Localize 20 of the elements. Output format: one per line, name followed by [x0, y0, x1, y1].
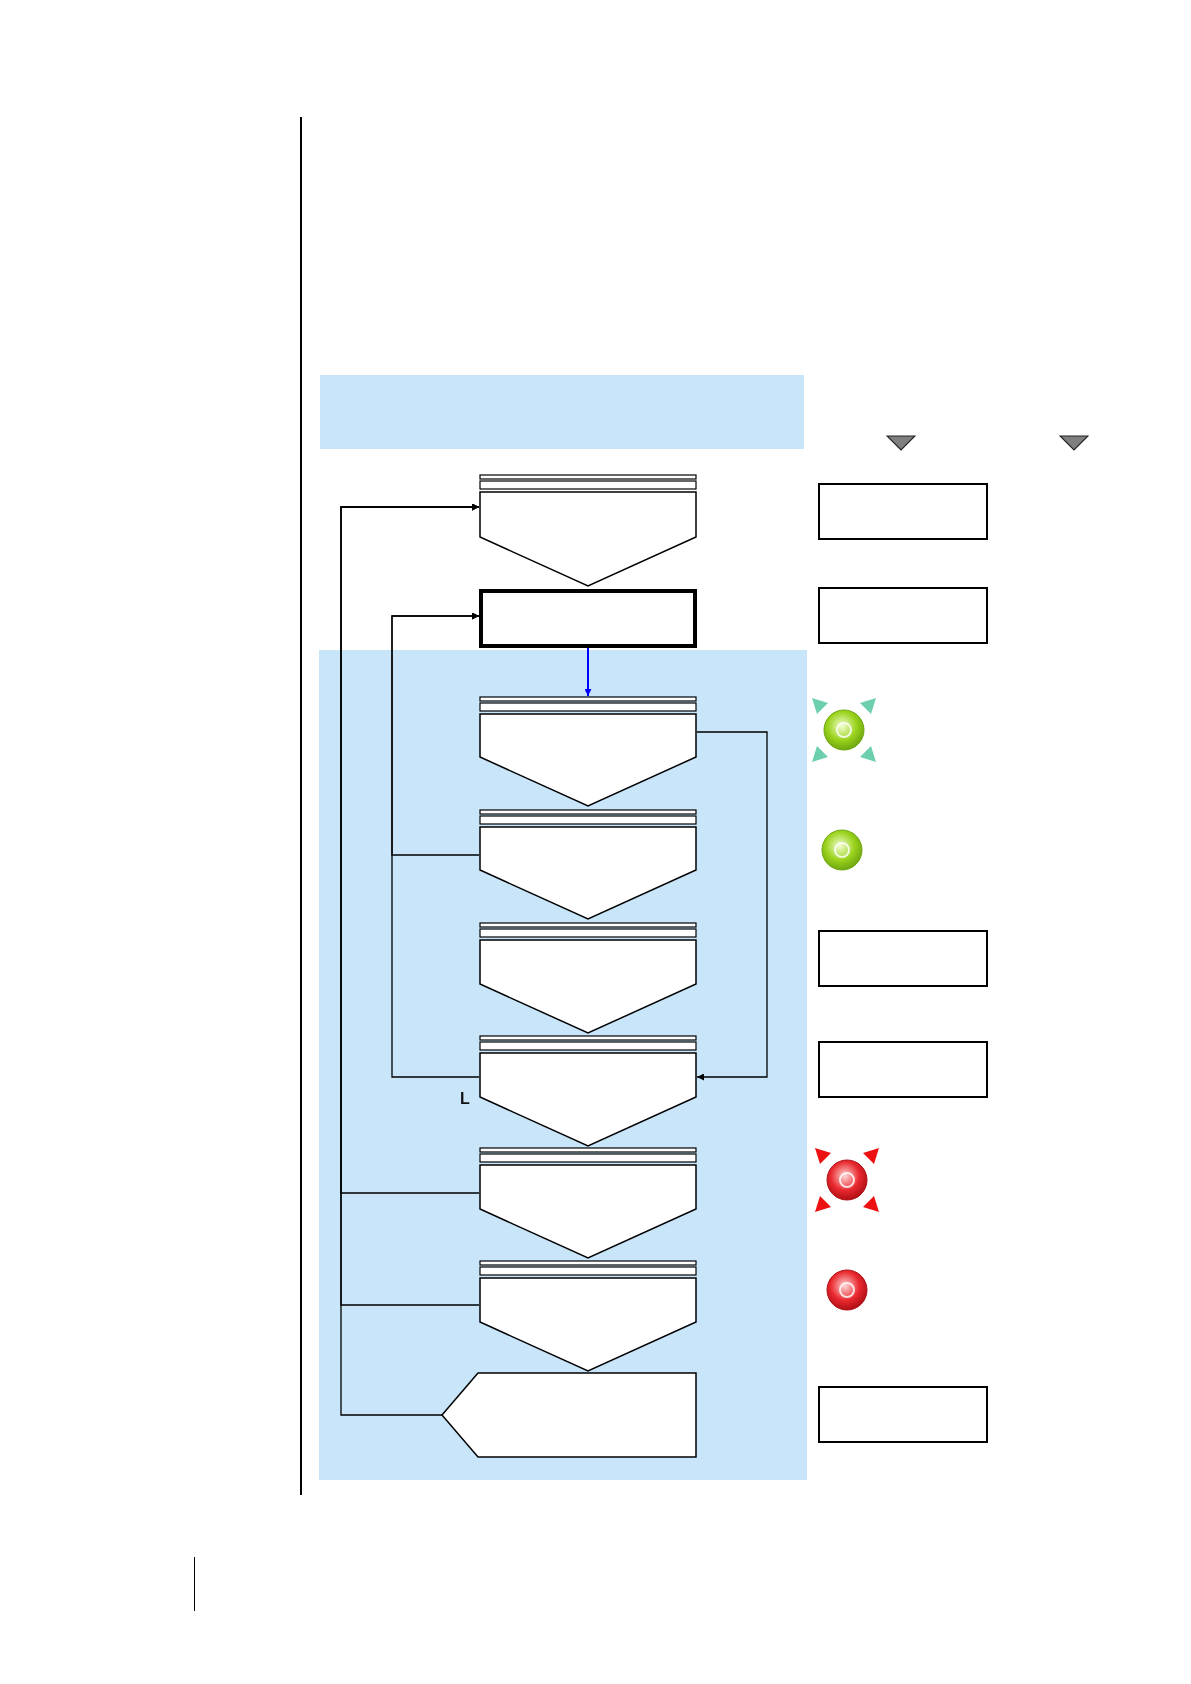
process-box: [818, 1386, 988, 1443]
connector-arrow: [391, 612, 480, 1078]
background-band: [319, 650, 807, 1480]
letter-label: L: [460, 1090, 470, 1108]
process-pentagon: [479, 1035, 697, 1147]
connector-arrow: [584, 647, 592, 697]
process-pentagon: [479, 922, 697, 1034]
process-box: [818, 483, 988, 540]
process-box: [818, 1041, 988, 1098]
process-pentagon: [479, 1260, 697, 1372]
connector-arrow: [696, 731, 768, 1081]
background-band: [320, 375, 804, 449]
process-box-bold: [479, 589, 697, 648]
process-pentagon: [479, 1147, 697, 1259]
process-pentagon: [479, 809, 697, 920]
process-pentagon: [479, 474, 697, 587]
process-pentagon: [442, 1372, 697, 1458]
process-box: [818, 930, 988, 987]
process-box: [818, 587, 988, 644]
process-pentagon: [479, 696, 697, 807]
